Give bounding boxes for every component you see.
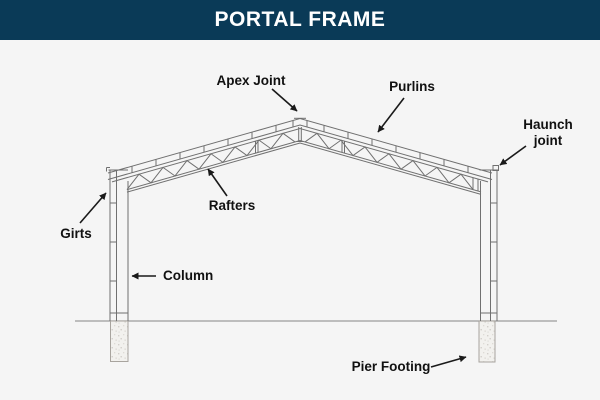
apex-joint-label: Apex Joint	[216, 73, 286, 88]
title-banner: PORTAL FRAME	[0, 0, 600, 40]
callout-rafters: Rafters	[207, 168, 256, 213]
pier-footing-right	[478, 320, 496, 363]
apex-joint-arrow	[271, 88, 298, 112]
callout-pier-footing: Pier Footing	[352, 355, 467, 374]
column-label: Column	[163, 268, 213, 283]
girts-label: Girts	[60, 226, 92, 241]
haunch-joint-label-line1: Haunch	[523, 117, 573, 132]
pier-footing-label: Pier Footing	[352, 359, 431, 374]
callout-girts: Girts	[60, 192, 107, 241]
callout-haunch-joint: Haunch joint	[499, 117, 573, 166]
callout-column: Column	[131, 268, 213, 283]
frame-structure	[106, 117, 499, 321]
haunch-joint-arrow	[499, 145, 527, 166]
pier-footing-arrow	[430, 355, 467, 368]
page-title: PORTAL FRAME	[214, 8, 386, 31]
purlins-arrow	[377, 97, 405, 133]
haunch-joint-label-line2: joint	[533, 133, 563, 148]
purlins-label: Purlins	[389, 79, 435, 94]
pier-footing-left	[110, 320, 129, 362]
rafters-label: Rafters	[209, 198, 256, 213]
callout-apex-joint: Apex Joint	[216, 73, 298, 112]
callout-purlins: Purlins	[377, 79, 435, 133]
rafters-arrow	[207, 168, 228, 197]
girts-arrow	[79, 192, 107, 224]
